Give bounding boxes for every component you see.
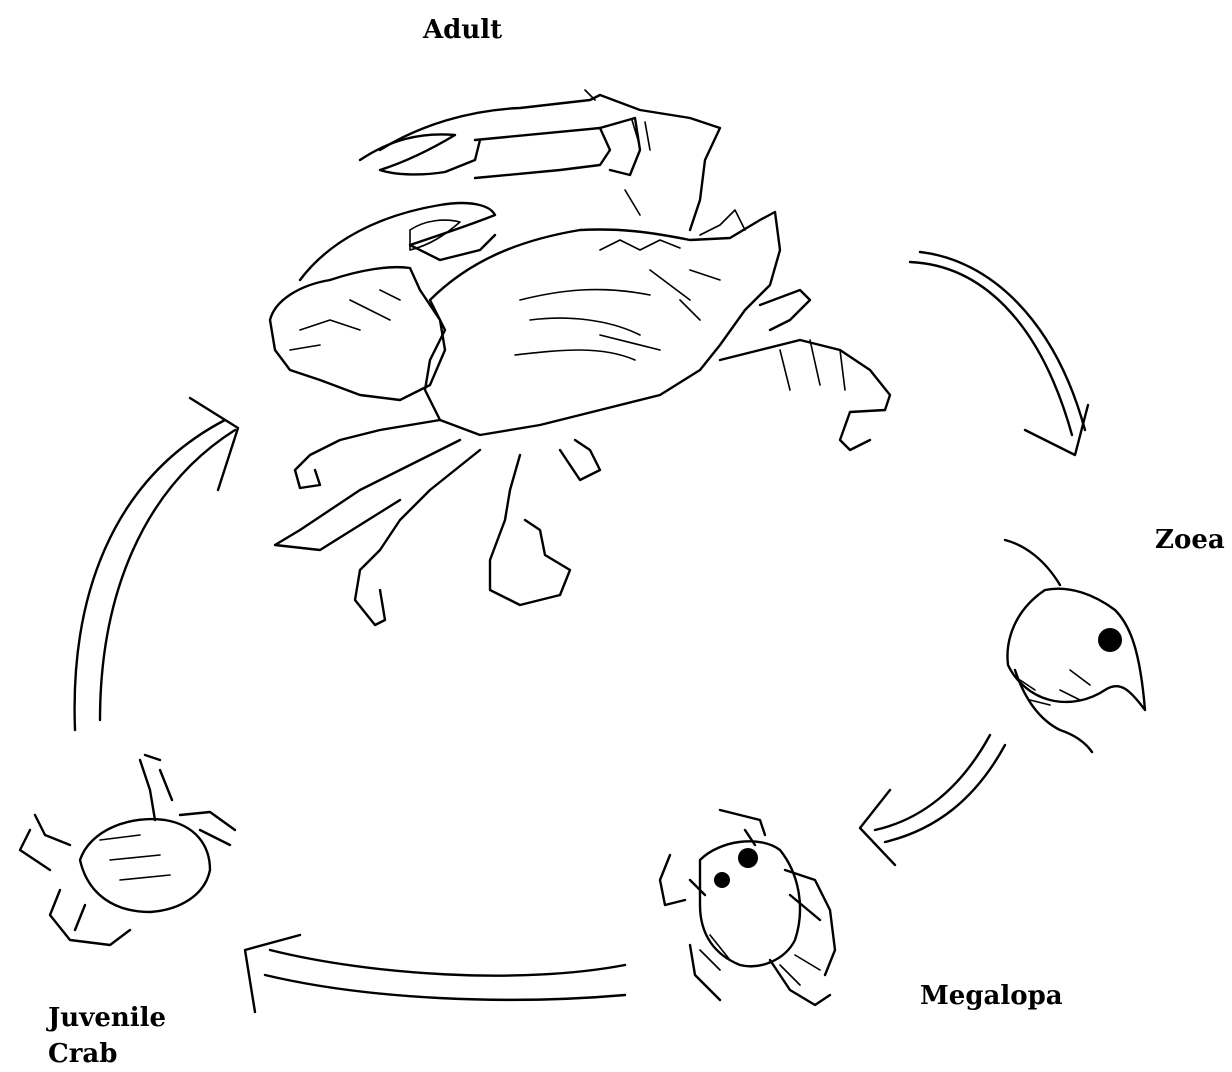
arrow-juvenile-to-adult bbox=[75, 398, 238, 730]
stage-label-megalopa: Megalopa bbox=[920, 978, 1063, 1014]
adult-crab-illustration bbox=[270, 90, 890, 625]
arrow-adult-to-zoea bbox=[910, 252, 1088, 455]
zoea-illustration bbox=[1005, 540, 1145, 752]
stage-label-adult: Adult bbox=[423, 12, 502, 48]
megalopa-illustration bbox=[660, 810, 835, 1005]
stage-label-zoea: Zoea bbox=[1155, 522, 1225, 558]
stage-label-juvenile-crab: Juvenile Crab bbox=[48, 1000, 166, 1072]
arrow-megalopa-to-juvenile bbox=[245, 935, 625, 1012]
juvenile-label-line1: Juvenile bbox=[48, 1000, 166, 1036]
arrow-zoea-to-megalopa bbox=[860, 735, 1005, 865]
juvenile-crab-illustration bbox=[20, 755, 235, 945]
